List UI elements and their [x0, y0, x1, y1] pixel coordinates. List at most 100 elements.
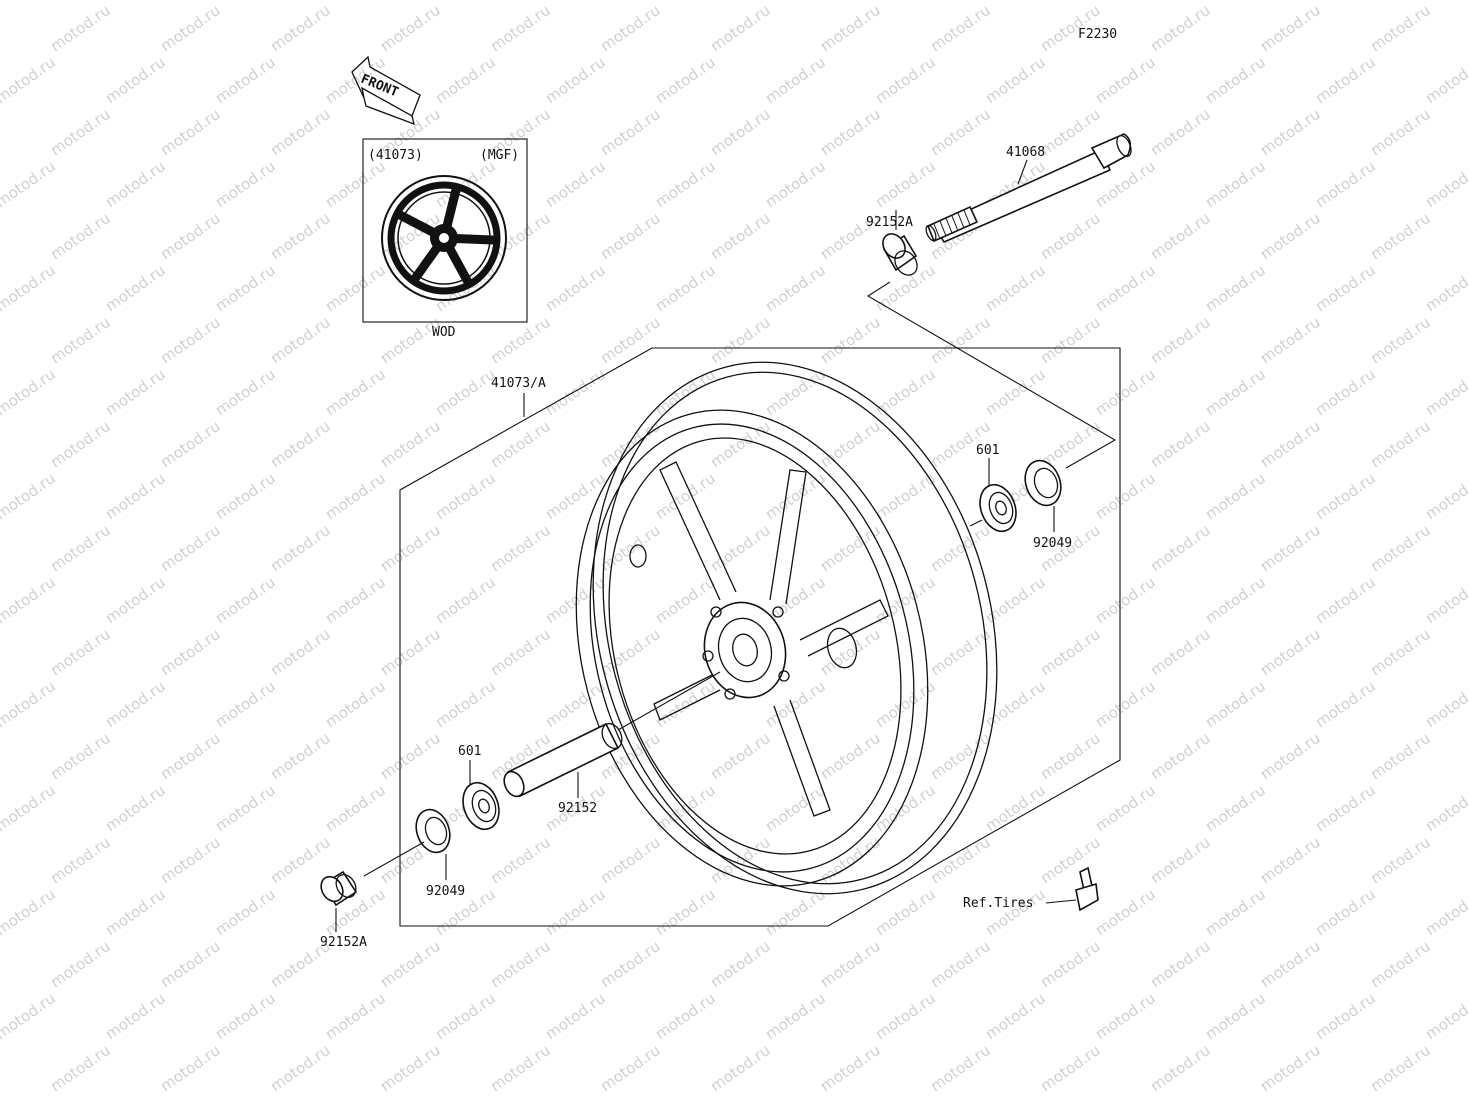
- callout-seal-right: 92049: [1033, 536, 1072, 551]
- watermark-text: motod.ru: [102, 0, 169, 3]
- watermark-text: motod.ru: [542, 989, 609, 1043]
- watermark-text: motod.ru: [487, 313, 554, 367]
- watermark-text: motod.ru: [157, 1, 224, 55]
- watermark-text: motod.ru: [1367, 105, 1434, 159]
- watermark-text: motod.ru: [47, 105, 114, 159]
- watermark-text: motod.ru: [1422, 781, 1469, 835]
- watermark-text: motod.ru: [542, 53, 609, 107]
- watermark-text: motod.ru: [487, 625, 554, 679]
- watermark-text: motod.ru: [0, 677, 59, 731]
- callout-collar-top: 92152A: [866, 215, 913, 230]
- watermark-text: motod.ru: [377, 1041, 444, 1095]
- watermark-text: motod.ru: [212, 885, 279, 939]
- watermark-text: motod.ru: [47, 1041, 114, 1095]
- watermark-text: motod.ru: [652, 989, 719, 1043]
- watermark-text: motod.ru: [597, 1, 664, 55]
- watermark-text: motod.ru: [542, 573, 609, 627]
- watermark-text: motod.ru: [652, 53, 719, 107]
- watermark-text: motod.ru: [817, 313, 884, 367]
- inset-wheel-icon: [381, 175, 507, 301]
- watermark-text: motod.ru: [1367, 625, 1434, 679]
- watermark-text: motod.ru: [1422, 989, 1469, 1043]
- watermark-text: motod.ru: [157, 313, 224, 367]
- watermark-text: motod.ru: [1147, 105, 1214, 159]
- watermark-text: motod.ru: [652, 0, 719, 3]
- watermark-text: motod.ru: [597, 521, 664, 575]
- watermark-text: motod.ru: [212, 781, 279, 835]
- watermark-text: motod.ru: [762, 157, 829, 211]
- color-variant-inset: (41073) (MGF) WOD: [362, 138, 528, 340]
- watermark-text: motod.ru: [47, 417, 114, 471]
- valve-stem-part: [1045, 866, 1099, 912]
- watermark-text: motod.ru: [1202, 0, 1269, 3]
- watermark-text: motod.ru: [597, 1041, 664, 1095]
- watermark-text: motod.ru: [1202, 573, 1269, 627]
- watermark-text: motod.ru: [1037, 937, 1104, 991]
- watermark-text: motod.ru: [652, 469, 719, 523]
- callout-bearing-left: 601: [458, 744, 481, 759]
- watermark-text: motod.ru: [982, 885, 1049, 939]
- watermark-text: motod.ru: [377, 625, 444, 679]
- bearing-left-part: [462, 760, 500, 831]
- watermark-text: motod.ru: [1202, 157, 1269, 211]
- watermark-text: motod.ru: [0, 53, 59, 107]
- watermark-text: motod.ru: [267, 729, 334, 783]
- front-arrow-label: FRONT: [359, 72, 401, 101]
- watermark-text: motod.ru: [1422, 469, 1469, 523]
- watermark-text: motod.ru: [0, 365, 59, 419]
- watermark-text: motod.ru: [817, 937, 884, 991]
- watermark-text: motod.ru: [0, 105, 4, 159]
- watermark-text: motod.ru: [597, 937, 664, 991]
- watermark-text: motod.ru: [377, 521, 444, 575]
- watermark-text: motod.ru: [1367, 521, 1434, 575]
- watermark-text: motod.ru: [762, 261, 829, 315]
- watermark-text: motod.ru: [0, 625, 4, 679]
- axle-part: [925, 133, 1132, 244]
- watermark-text: motod.ru: [542, 677, 609, 731]
- watermark-text: motod.ru: [652, 157, 719, 211]
- watermark-text: motod.ru: [432, 677, 499, 731]
- watermark-text: motod.ru: [487, 1, 554, 55]
- watermark-text: motod.ru: [1312, 0, 1379, 3]
- watermark-text: motod.ru: [927, 833, 994, 887]
- watermark-text: motod.ru: [982, 573, 1049, 627]
- watermark-text: motod.ru: [1422, 157, 1469, 211]
- seal-right-part: [1024, 459, 1062, 532]
- watermark-text: motod.ru: [762, 989, 829, 1043]
- watermark-text: motod.ru: [1147, 625, 1214, 679]
- watermark-text: motod.ru: [1422, 573, 1469, 627]
- watermark-text: motod.ru: [982, 781, 1049, 835]
- watermark-text: motod.ru: [1257, 1, 1324, 55]
- watermark-text: motod.ru: [47, 313, 114, 367]
- watermark-text: motod.ru: [927, 521, 994, 575]
- leader-collar-top: [866, 281, 1117, 469]
- watermark-text: motod.ru: [1037, 625, 1104, 679]
- watermark-text: motod.ru: [1257, 209, 1324, 263]
- watermark-text: motod.ru: [817, 417, 884, 471]
- spacer-part: [503, 722, 623, 798]
- watermark-text: motod.ru: [267, 417, 334, 471]
- watermark-text: motod.ru: [102, 677, 169, 731]
- watermark-text: motod.ru: [432, 0, 499, 3]
- watermark-text: motod.ru: [597, 209, 664, 263]
- watermark-text: motod.ru: [1367, 313, 1434, 367]
- watermark-text: motod.ru: [1147, 729, 1214, 783]
- watermark-text: motod.ru: [927, 625, 994, 679]
- watermark-text: motod.ru: [597, 105, 664, 159]
- watermark-text: motod.ru: [1147, 833, 1214, 887]
- watermark-text: motod.ru: [212, 157, 279, 211]
- watermark-text: motod.ru: [0, 0, 59, 3]
- watermark-text: motod.ru: [1092, 0, 1159, 3]
- watermark-text: motod.ru: [1037, 313, 1104, 367]
- callout-spacer: 92152: [558, 801, 597, 816]
- watermark-text: motod.ru: [377, 313, 444, 367]
- watermark-text: motod.ru: [1037, 833, 1104, 887]
- watermark-text: motod.ru: [1092, 261, 1159, 315]
- watermark-text: motod.ru: [1147, 417, 1214, 471]
- watermark-text: motod.ru: [1367, 1041, 1434, 1095]
- watermark-text: motod.ru: [1147, 521, 1214, 575]
- watermark-text: motod.ru: [982, 53, 1049, 107]
- watermark-text: motod.ru: [1257, 313, 1324, 367]
